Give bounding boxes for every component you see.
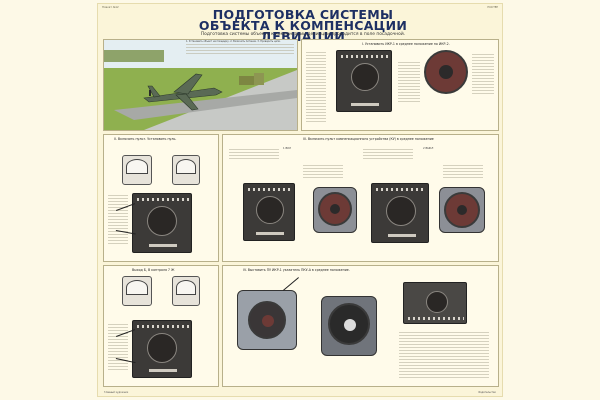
panel-step-3: III. Включить пульт компенсационного уст… [222,134,499,262]
header-left: Плакат №12 [102,6,119,9]
instrument-panel-3 [243,183,295,241]
panel-step-2-lines [108,195,128,245]
instrument-panel-6 [403,282,467,324]
poster-subtitle: Подготовка системы объекта к компенсации… [200,32,406,37]
panel-step-1-lines-3 [472,54,494,94]
panel-step-3-title: III. Включить пульт компенсационного уст… [303,137,434,141]
instrument-panel-4 [371,183,429,243]
poster-title: ПОДГОТОВКА СИСТЕМЫ ОБЪЕКТА К КОМПЕНСАЦИИ… [178,7,428,43]
panel-step-3-label-1: 1 ВКЛ [283,147,292,150]
panel-step-1-lines [306,52,326,122]
round-gauge-3 [439,187,485,233]
header-right: ПОСТЕР [487,6,498,9]
instrument-panel-2 [132,193,192,253]
round-gauge-center [439,65,453,79]
panel-step-5: IV. Выставить ПУ ИКР-1 указатель ПКУ-А в… [222,265,499,387]
footer-left: Главный художник [104,391,129,394]
instrument-plate [351,103,379,106]
instrument-panel-1 [336,50,392,112]
meter-left-2 [122,276,152,306]
round-gauge-1 [424,50,468,94]
meter-left [122,155,152,185]
panel-step-3-label-2: 2 ВЫКЛ [423,147,434,150]
panel-step-2-title: II. Включить пульт. Установить нуль. [114,137,177,141]
panel-step-5-lines [399,332,489,380]
title-line-1: ПОДГОТОВКА СИСТЕМЫ ОБЪЕКТА К КОМПЕНСАЦИИ [198,7,408,33]
footer-right: Издательство [478,391,496,394]
round-gauge-2 [313,187,357,233]
panel-step-5-title: IV. Выставить ПУ ИКР-1 указатель ПКУ-А в… [243,268,350,272]
panel-step-1-lines-2 [398,62,420,102]
panel-step-4: Выход Б, В контроля 7 Ж [103,265,219,387]
instrument-dial [351,63,379,91]
round-gauge-4 [237,290,297,350]
meter-right-2 [172,276,200,306]
panel-step-4-title: Выход Б, В контроля 7 Ж [132,268,175,272]
meter-right [172,155,200,185]
instrument-panel-5 [132,320,192,378]
steps-lines [186,44,294,56]
aircraft-photo-panel [103,39,298,131]
instrument-dial-2 [147,206,177,236]
aircraft-icon [104,40,297,130]
clock-gauge [321,296,377,356]
panel-step-2: II. Включить пульт. Установить нуль. [103,134,219,262]
steps-text: 1. Установить объект на площадку. 2. Вкл… [186,40,281,43]
poster: Плакат №12 ПОСТЕР ПОДГОТОВКА СИСТЕМЫ ОБЪ… [97,3,503,397]
instrument-buttons [341,55,389,58]
panel-step-1: I. Установить ИКР-1 в среднее положение … [301,39,499,131]
panel-step-1-title: I. Установить ИКР-1 в среднее положение … [362,42,450,46]
